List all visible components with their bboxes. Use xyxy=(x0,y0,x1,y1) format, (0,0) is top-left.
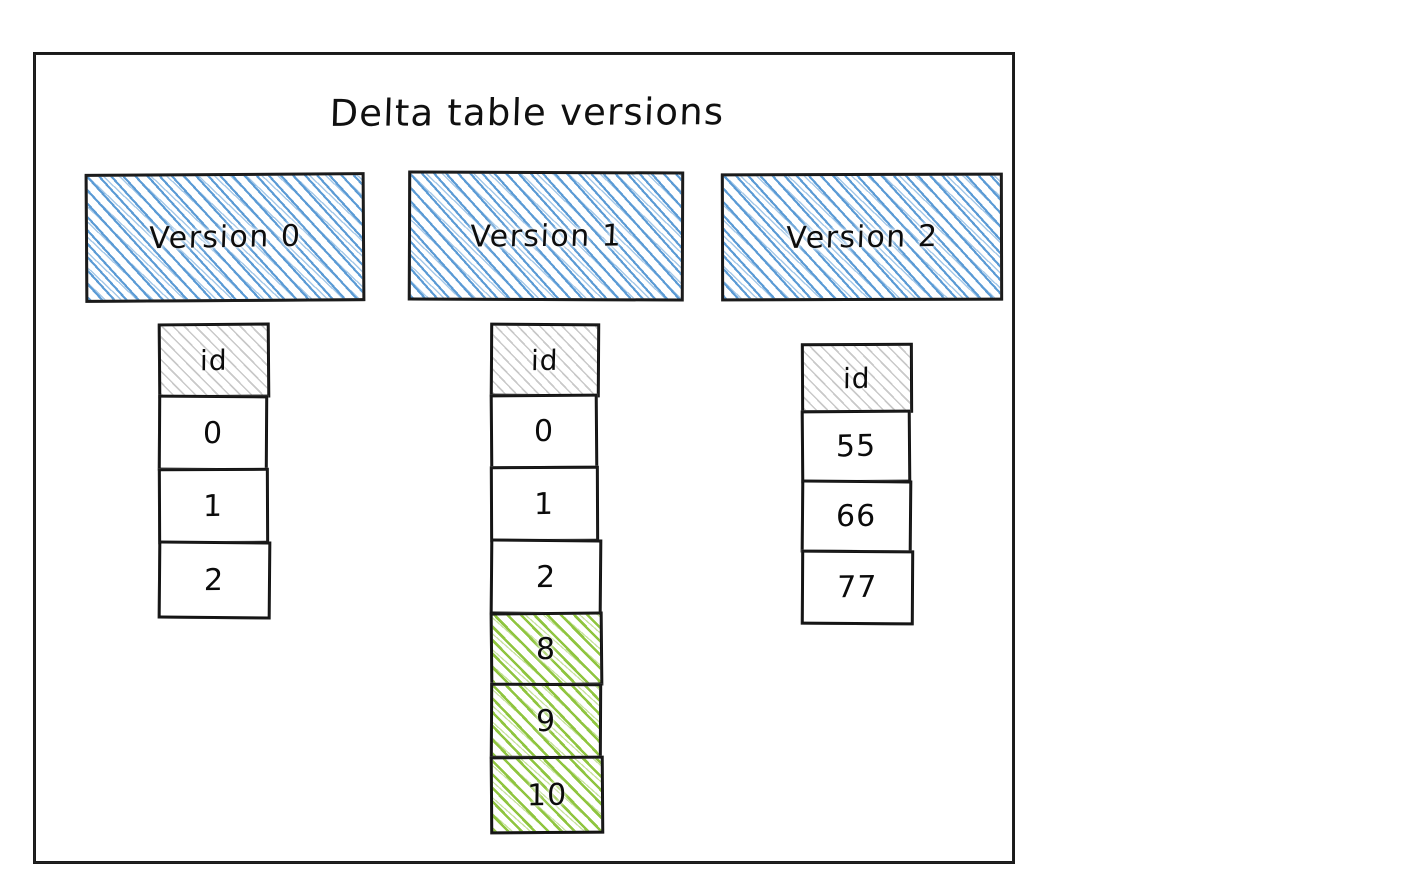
column-header-label: id xyxy=(843,361,871,395)
cell-value: 1 xyxy=(203,488,224,524)
version-banner-1: Version 1 xyxy=(407,170,685,302)
cell-value: 0 xyxy=(533,413,555,450)
version-banner-2: Version 2 xyxy=(720,172,1004,302)
cell-value: 8 xyxy=(536,631,557,667)
page-title: Delta table versions xyxy=(328,90,726,135)
cell-value: 0 xyxy=(202,415,224,451)
cell-value: 66 xyxy=(835,498,878,535)
table-row-new: 10 xyxy=(489,755,605,835)
table-row: 66 xyxy=(800,479,913,554)
cell-value: 1 xyxy=(534,486,555,522)
id-table-version-1: id 0 1 2 8 9 10 xyxy=(489,322,605,835)
version-banner-1-label: Version 1 xyxy=(468,217,624,255)
table-row-new: 9 xyxy=(489,682,603,760)
version-banner-0-label: Version 0 xyxy=(148,218,302,257)
version-banner-0: Version 0 xyxy=(84,172,366,303)
table-row: 2 xyxy=(157,540,272,620)
table-row: 0 xyxy=(489,393,599,470)
column-header-cell: id xyxy=(800,342,914,414)
cell-value: 9 xyxy=(535,703,557,739)
cell-value: 2 xyxy=(203,562,226,598)
id-table-version-2: id 55 66 77 xyxy=(800,342,915,626)
id-table-version-0: id 0 1 2 xyxy=(157,322,272,620)
diagram-frame: Delta table versions Version 0 Version 1… xyxy=(33,52,1015,864)
table-row-new: 8 xyxy=(489,611,604,687)
table-row: 1 xyxy=(157,467,270,545)
version-banner-2-label: Version 2 xyxy=(785,218,939,256)
table-row: 77 xyxy=(800,549,915,626)
column-header-cell: id xyxy=(157,322,271,399)
cell-value: 55 xyxy=(835,428,877,465)
column-header-cell: id xyxy=(489,322,601,398)
table-row: 0 xyxy=(157,394,269,472)
table-row: 55 xyxy=(800,409,912,484)
cell-value: 2 xyxy=(535,559,557,595)
table-row: 1 xyxy=(489,465,600,543)
cell-value: 10 xyxy=(526,776,568,814)
cell-value: 77 xyxy=(836,569,879,606)
table-row: 2 xyxy=(489,538,603,616)
column-header-label: id xyxy=(200,343,228,378)
column-header-label: id xyxy=(530,343,560,377)
